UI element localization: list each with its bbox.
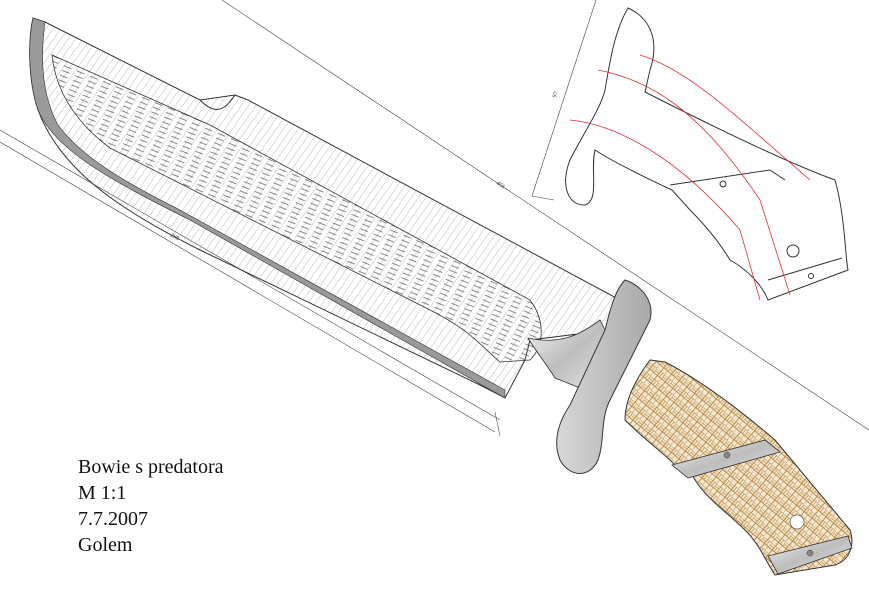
handle [624,359,853,576]
drawing-title: Bowie s predatora [78,456,224,478]
blade-notch [199,94,236,110]
dim-label-overall: 456 [495,181,506,191]
dim-label-handle: 97 [552,91,560,99]
guard [556,279,652,474]
handle-detail [565,7,849,301]
handle-detail-pommel-band [767,257,843,281]
handle-detail-pin-lower [808,273,814,279]
handle-detail-band [669,169,786,186]
dimension-lines [0,0,869,437]
blade-grind [51,54,542,363]
handle-lanyard-hole [789,514,805,530]
drawing-author: Golem [78,534,133,556]
blade [29,17,631,399]
handle-detail-outline [565,7,849,301]
handle-detail-hole [786,244,800,258]
handle-detail-pin [719,180,727,188]
drawing-scale: M 1:1 [78,482,127,504]
title-block: Bowie s predatora M 1:1 7.7.2007 Golem [78,454,224,558]
handle-pin-lower [806,549,814,557]
handle-band-upper [671,439,781,479]
handle-pin-upper [723,451,731,459]
drawing-date: 7.7.2007 [78,508,148,530]
blade-spine [29,17,506,399]
construction-curves [569,54,811,301]
dim-label-blade: 288 [169,233,180,243]
